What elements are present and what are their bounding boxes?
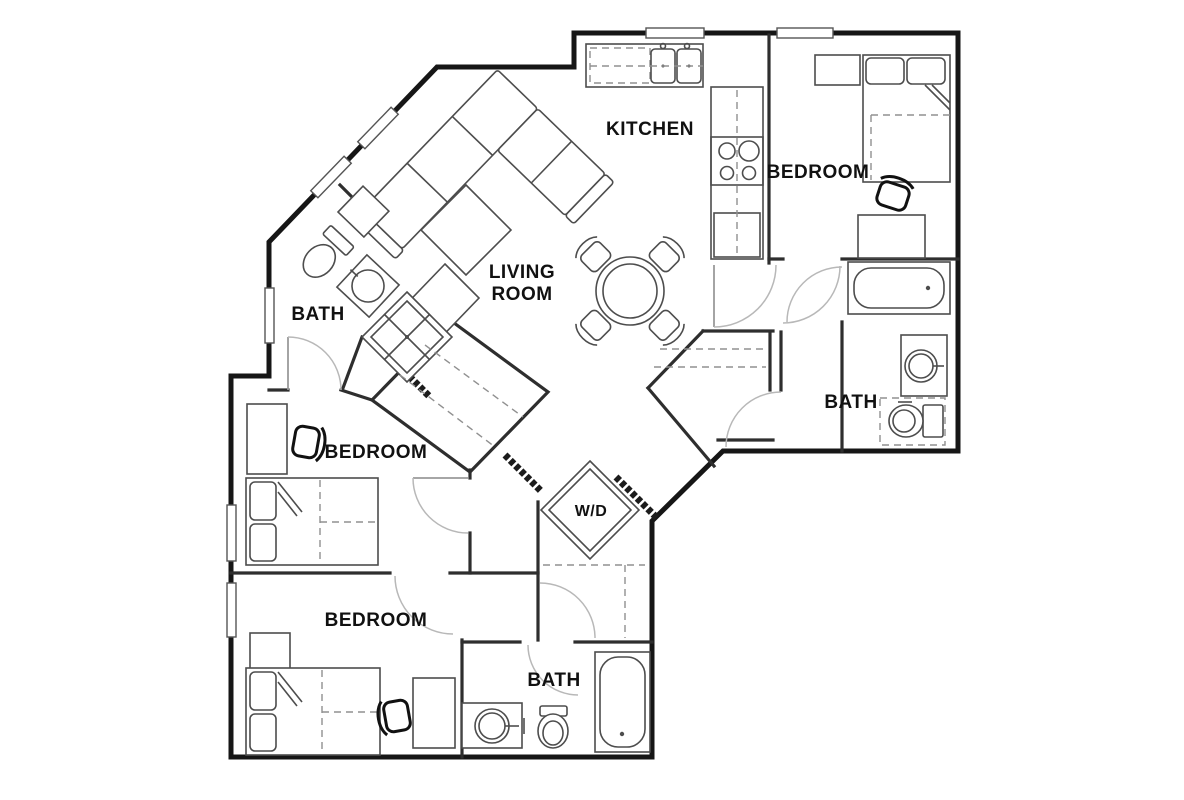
room-labels: KITCHEN BEDROOM LIVING ROOM BATH BEDROOM… [291,119,877,691]
closet-door-panel [502,452,544,494]
vanity-sink-icon [461,702,525,749]
middle-closet-rods [399,344,524,448]
coffee-table [419,183,513,277]
bath-bottom-label: BATH [527,670,580,691]
bed [245,667,381,756]
window-icon [309,155,353,199]
desk [246,403,288,475]
window-icon [226,504,237,562]
bath-upper-left-area [302,225,454,384]
bathtub-icon [594,651,651,753]
entry-door-panel [613,474,660,521]
kitchen-area [585,42,764,260]
dining-table [595,256,665,326]
toilet-icon [537,705,569,749]
window-icon [356,106,400,150]
hall-closet [654,348,766,368]
living-room-label-line1: LIVING [489,262,555,283]
entry-closet [543,564,645,638]
exterior-outline [228,30,961,760]
bath-upper-left-label: BATH [291,304,344,325]
bath-right-area [847,261,951,446]
bath-bottom-area [461,651,651,753]
shower-icon [360,290,454,384]
nightstand [814,54,861,86]
bedroom-top-right-label: BEDROOM [767,162,870,183]
stove [710,136,764,186]
kitchen-label: KITCHEN [606,119,694,140]
window-icon [226,582,237,638]
laundry-closet [539,459,641,561]
sink-icon [335,253,401,319]
dining-chair [575,309,612,346]
door-panels [401,368,660,521]
bedroom-top-right-area [814,54,951,259]
bath-right-label: BATH [824,392,877,413]
living-room-area [336,70,614,354]
washer-dryer-icon [539,459,641,561]
window-icon [645,27,705,39]
bed [862,54,951,183]
side-table [336,184,391,239]
dining-chair [648,309,685,346]
vanity-sink-icon [898,334,948,403]
laundry-label: W/D [575,503,608,520]
bedroom-middle-area [245,403,379,566]
toilet-icon [879,397,946,446]
kitchen-sink [650,42,702,84]
bed [245,477,379,566]
exterior-walls [228,30,961,760]
nightstand [249,632,291,672]
window-icon [776,27,834,39]
desk [857,214,926,259]
toilet-icon [302,225,355,278]
bedroom-middle-label: BEDROOM [325,442,428,463]
desk-chair-icon [291,424,327,463]
closet-door-panel [401,368,432,399]
desk-chair-icon [376,698,412,737]
door-arcs [287,264,843,696]
bedroom-bottom-label: BEDROOM [325,610,428,631]
dining-area [575,236,685,346]
bathtub-icon [847,261,951,315]
dining-chair [575,236,612,273]
dining-chair [648,236,685,273]
desk-chair-icon [875,175,915,212]
windows [226,27,834,638]
window-icon [264,287,275,344]
desk [412,677,456,749]
sectional-sofa [354,70,614,259]
living-room-label-line2: ROOM [491,284,552,305]
bedroom-bottom-area [245,632,456,756]
